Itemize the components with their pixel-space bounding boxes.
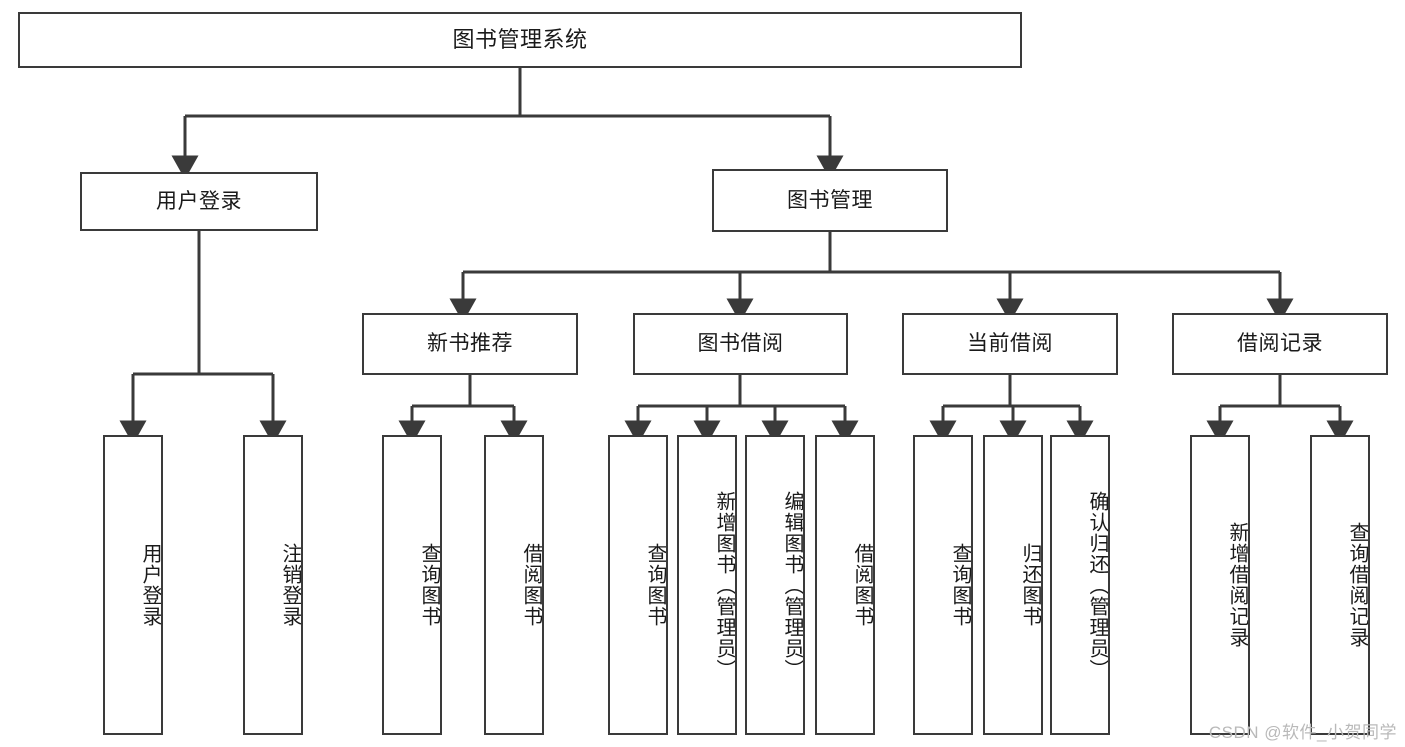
node-label: 用户登录 <box>139 543 161 627</box>
leaf-query-borrow-record[interactable]: 查询借阅记录 <box>1310 435 1370 735</box>
node-root-system[interactable]: 图书管理系统 <box>18 12 1022 68</box>
leaf-user-login[interactable]: 用户登录 <box>103 435 163 735</box>
node-label: 图书管理系统 <box>452 26 588 52</box>
node-label: 图书借阅 <box>697 332 784 356</box>
leaf-query-book-current[interactable]: 查询图书 <box>913 435 973 735</box>
node-label: 新增图书（管理员） <box>713 490 735 680</box>
node-label: 查询借阅记录 <box>1346 522 1368 648</box>
node-label: 归还图书 <box>1019 543 1041 627</box>
node-label: 图书管理 <box>787 188 873 212</box>
leaf-add-borrow-record[interactable]: 新增借阅记录 <box>1190 435 1250 735</box>
node-borrow-record[interactable]: 借阅记录 <box>1172 313 1388 375</box>
node-label: 当前借阅 <box>967 332 1053 356</box>
leaf-logout-login[interactable]: 注销登录 <box>243 435 303 735</box>
leaf-query-book-borrow[interactable]: 查询图书 <box>608 435 668 735</box>
node-new-book-recommend[interactable]: 新书推荐 <box>362 313 578 375</box>
leaf-confirm-return-admin[interactable]: 确认归还（管理员） <box>1050 435 1110 735</box>
node-label: 新增借阅记录 <box>1226 522 1248 648</box>
node-label: 借阅记录 <box>1237 332 1323 356</box>
watermark: CSDN @软件_小贺同学 <box>1208 723 1397 742</box>
node-label: 编辑图书（管理员） <box>781 490 803 680</box>
node-label: 借阅图书 <box>851 543 873 627</box>
leaf-query-book-recommend[interactable]: 查询图书 <box>382 435 442 735</box>
node-label: 用户登录 <box>156 189 242 213</box>
leaf-edit-book-admin[interactable]: 编辑图书（管理员） <box>745 435 805 735</box>
node-book-borrow[interactable]: 图书借阅 <box>633 313 848 375</box>
node-current-borrow[interactable]: 当前借阅 <box>902 313 1118 375</box>
leaf-add-book-admin[interactable]: 新增图书（管理员） <box>677 435 737 735</box>
node-label: 注销登录 <box>279 543 301 627</box>
node-label: 查询图书 <box>418 543 440 627</box>
node-label: 借阅图书 <box>520 543 542 627</box>
node-user-login[interactable]: 用户登录 <box>80 172 318 231</box>
node-label: 新书推荐 <box>427 332 513 356</box>
node-book-manage[interactable]: 图书管理 <box>712 169 948 232</box>
node-label: 查询图书 <box>949 543 971 627</box>
leaf-return-book[interactable]: 归还图书 <box>983 435 1043 735</box>
leaf-borrow-book-recommend[interactable]: 借阅图书 <box>484 435 544 735</box>
node-label: 查询图书 <box>644 543 666 627</box>
node-label: 确认归还（管理员） <box>1086 490 1108 680</box>
leaf-borrow-book[interactable]: 借阅图书 <box>815 435 875 735</box>
